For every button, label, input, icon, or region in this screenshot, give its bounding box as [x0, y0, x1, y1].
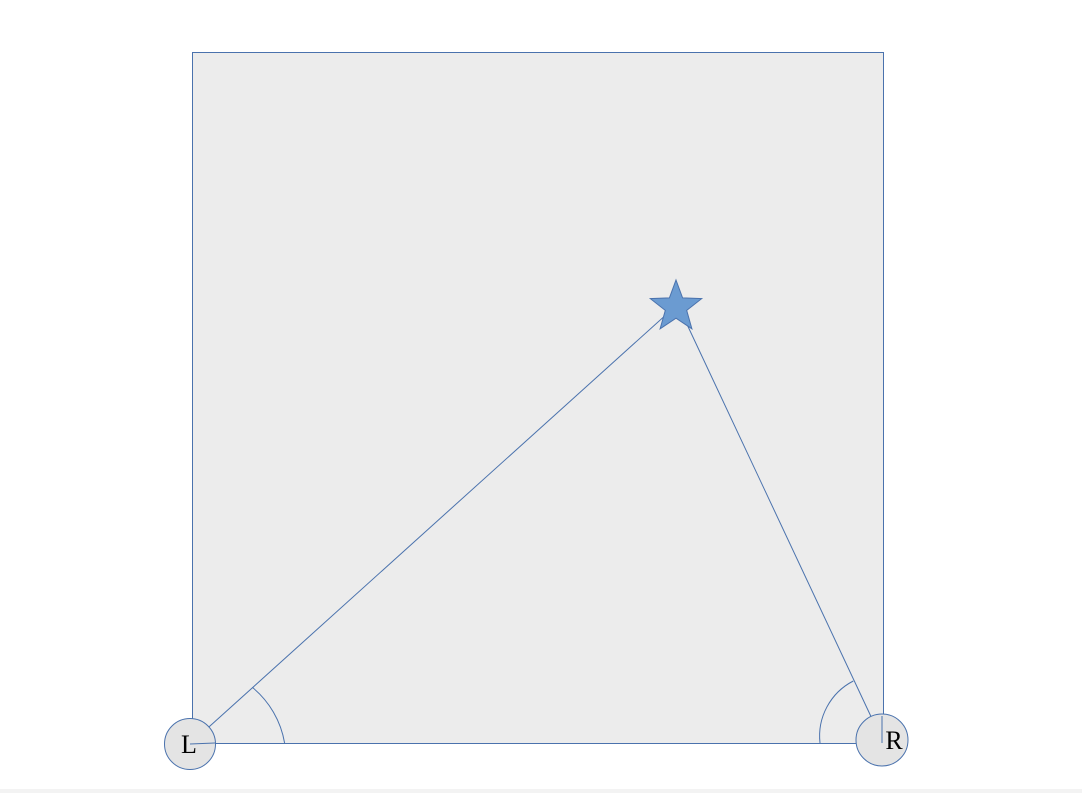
left-angle-arc [251, 686, 286, 744]
bottom-edge-strip [0, 789, 1082, 793]
left-anchor-stub [189, 742, 216, 745]
star-icon [648, 278, 704, 330]
right-angle-arc [819, 680, 854, 744]
left-anchor: L [164, 718, 216, 770]
area-square [192, 52, 884, 744]
left-sight-line [189, 312, 669, 745]
right-anchor: R [855, 713, 909, 767]
right-anchor-label: R [885, 726, 903, 755]
right-sight-line [683, 317, 883, 741]
left-anchor-label: L [181, 730, 197, 759]
